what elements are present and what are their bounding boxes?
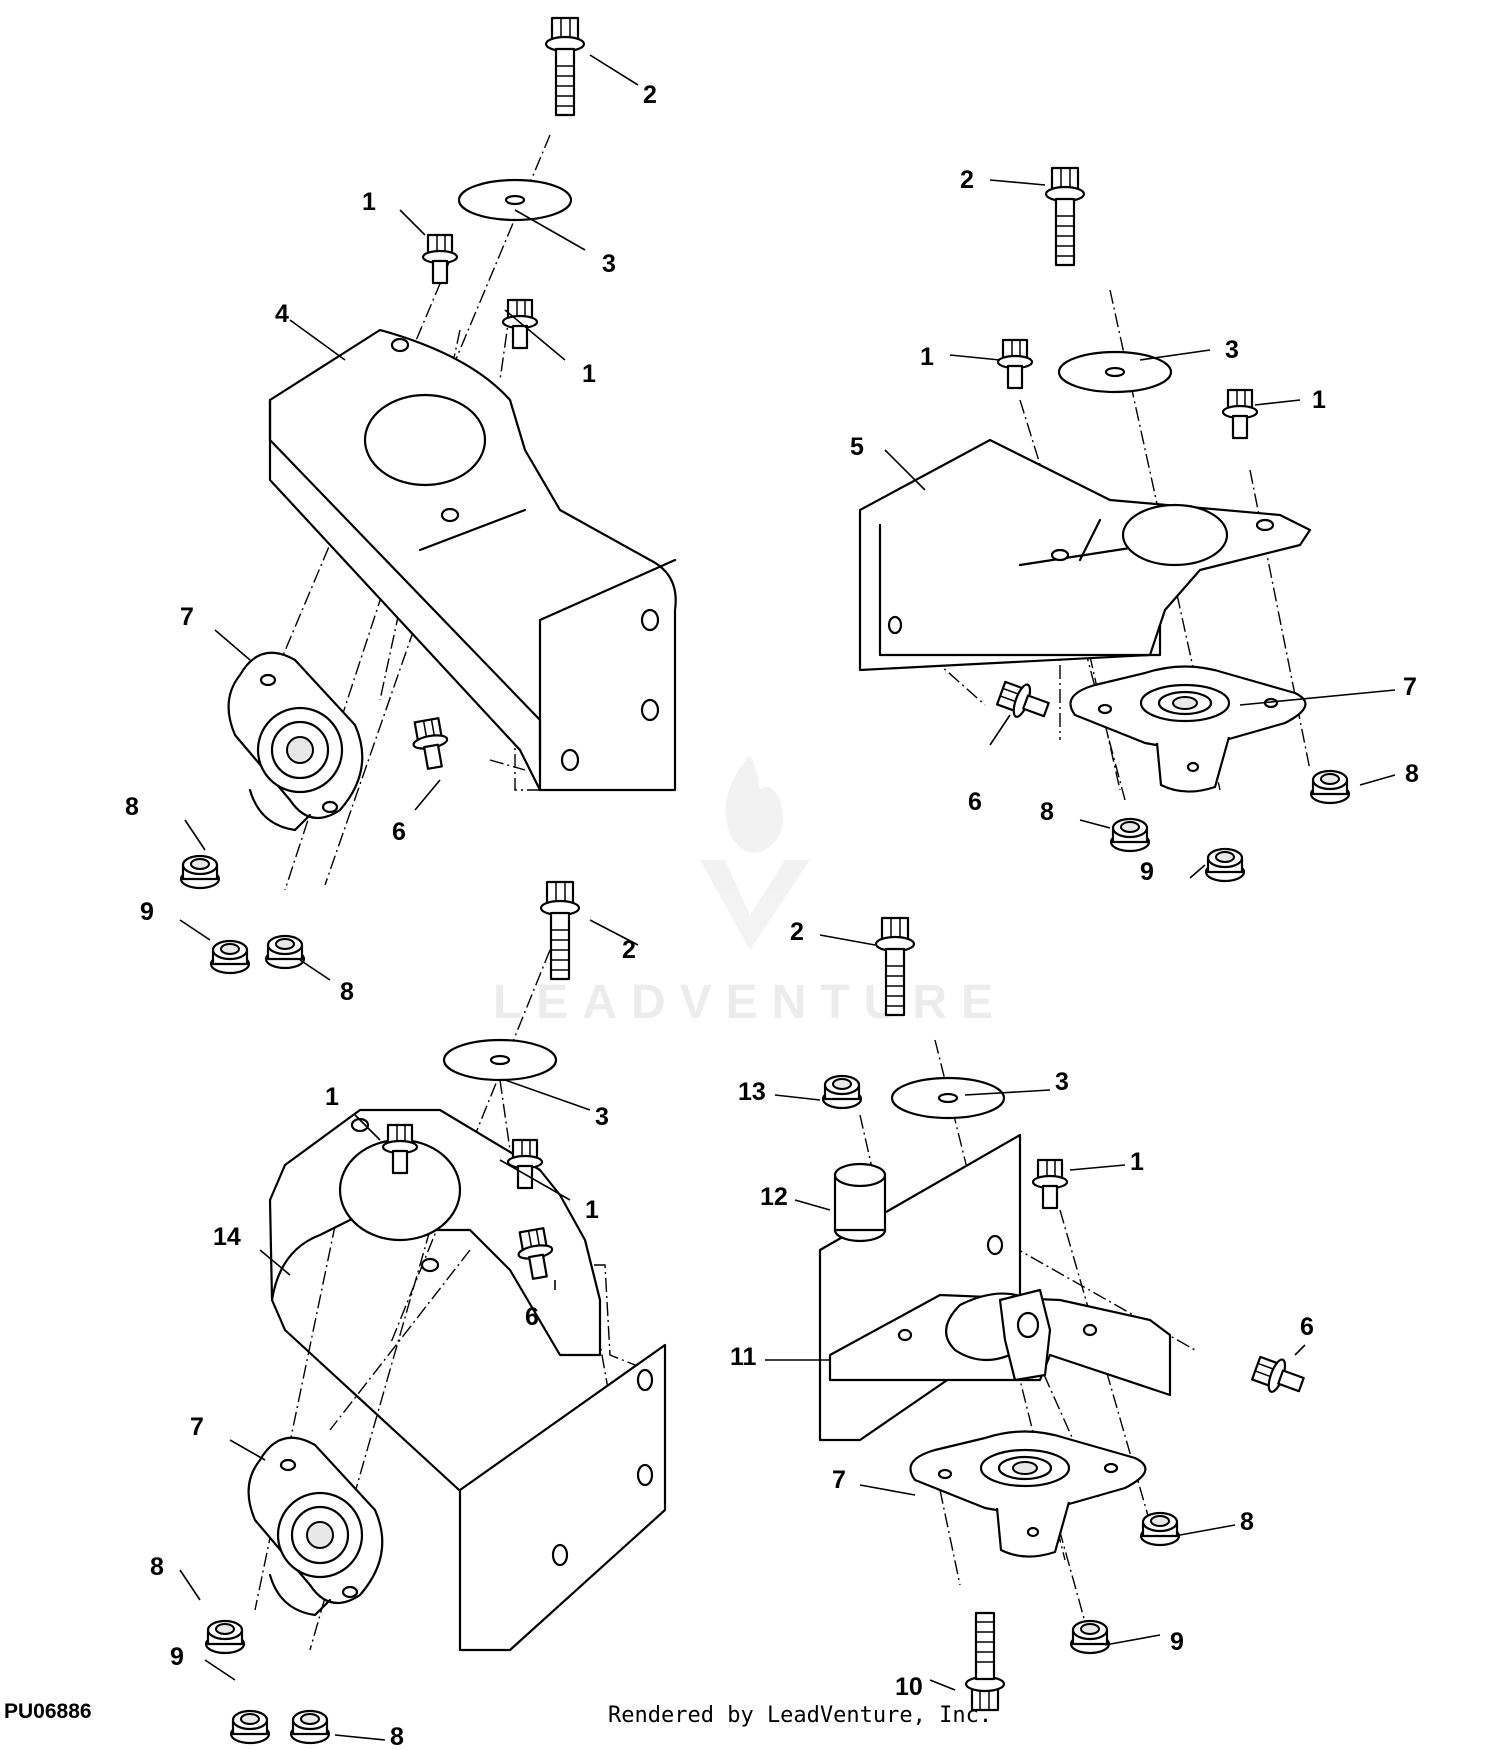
callout-label: 3 <box>1225 336 1239 364</box>
assembly-bottom-left: 2 1 3 1 6 14 7 8 9 8 <box>150 880 667 1750</box>
assembly-top-right: 2 1 3 1 5 7 6 8 8 9 <box>850 166 1419 886</box>
callout-label: 14 <box>213 1223 241 1251</box>
callout-label: 8 <box>1040 798 1054 826</box>
callout-label: 6 <box>392 818 406 846</box>
callout-label: 2 <box>622 936 636 964</box>
callout-label: 5 <box>850 433 864 461</box>
callout-label: 7 <box>832 1466 846 1494</box>
callout-label: 9 <box>140 898 154 926</box>
callout-label: 6 <box>525 1303 539 1331</box>
spacer <box>833 1162 887 1243</box>
callout-label: 10 <box>895 1673 923 1701</box>
callout-label: 8 <box>1405 760 1419 788</box>
callout-label: 9 <box>170 1643 184 1671</box>
callouts-top-right: 2 1 3 1 5 7 6 8 8 9 <box>850 166 1419 886</box>
callout-label: 13 <box>738 1078 766 1106</box>
callout-label: 7 <box>180 603 194 631</box>
callout-label: 11 <box>730 1343 757 1371</box>
callout-label: 3 <box>1055 1068 1069 1096</box>
callout-label: 1 <box>1312 386 1326 414</box>
figure-id: PU06886 <box>4 1700 92 1723</box>
callout-label: 8 <box>1240 1508 1254 1536</box>
callout-label: 1 <box>920 343 934 371</box>
watermark-logo <box>700 755 810 950</box>
callouts-bottom-right: 2 13 3 1 12 6 11 7 8 9 10 <box>730 918 1314 1701</box>
callout-label: 1 <box>362 188 376 216</box>
callout-label: 3 <box>602 250 616 278</box>
callout-label: 7 <box>190 1413 204 1441</box>
callouts-bottom-left: 2 1 3 1 6 14 7 8 9 8 <box>150 936 636 1750</box>
watermark-text: LEADVENTURE <box>493 976 1007 1029</box>
callout-label: 1 <box>585 1196 599 1224</box>
callout-label: 3 <box>595 1103 609 1131</box>
assembly-bottom-right: 2 13 3 1 12 6 11 7 8 9 10 <box>730 916 1314 1712</box>
assembly-top-left: 2 1 3 1 4 7 8 6 9 8 <box>125 16 677 1006</box>
callout-label: 1 <box>325 1083 339 1111</box>
callout-label: 8 <box>390 1723 404 1750</box>
callout-label: 1 <box>582 360 596 388</box>
callout-label: 9 <box>1140 858 1154 886</box>
render-credit: Rendered by LeadVenture, Inc. <box>608 1703 993 1728</box>
callout-label: 7 <box>1403 673 1417 701</box>
callout-label: 6 <box>1300 1313 1314 1341</box>
callouts-top-left: 2 1 3 1 4 7 8 6 9 8 <box>125 81 657 1006</box>
callout-label: 12 <box>760 1183 788 1211</box>
callout-label: 2 <box>960 166 974 194</box>
callout-label: 9 <box>1170 1628 1184 1656</box>
callout-label: 8 <box>340 978 354 1006</box>
callout-label: 4 <box>275 300 289 328</box>
callout-label: 8 <box>150 1553 164 1581</box>
callout-label: 6 <box>968 788 982 816</box>
callout-label: 2 <box>790 918 804 946</box>
callout-label: 1 <box>1130 1148 1144 1176</box>
callout-label: 2 <box>643 81 657 109</box>
callout-label: 8 <box>125 793 139 821</box>
